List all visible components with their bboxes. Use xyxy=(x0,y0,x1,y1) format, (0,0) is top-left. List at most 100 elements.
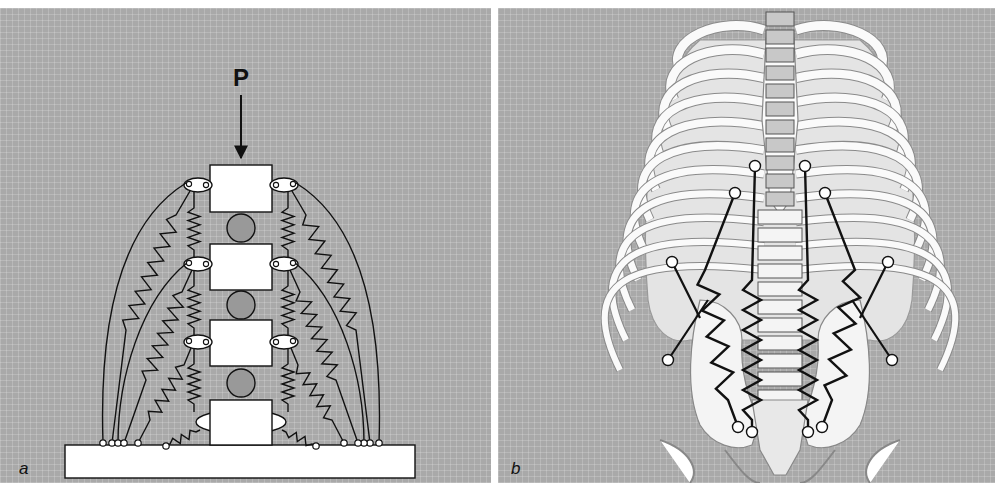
joint-dot xyxy=(747,427,758,438)
vertebra xyxy=(766,120,794,134)
vertebra xyxy=(758,372,802,386)
joint-dot xyxy=(341,440,347,446)
spine-model xyxy=(65,95,415,478)
rib xyxy=(796,242,948,340)
load-arrow xyxy=(240,95,242,158)
joint-dot xyxy=(376,440,382,446)
joint-dot xyxy=(663,355,674,366)
facet-ellipse xyxy=(184,178,212,192)
joint-dot xyxy=(135,440,141,446)
joint-dot xyxy=(186,260,191,265)
ligament-line xyxy=(296,183,379,443)
vertebra xyxy=(758,210,802,224)
spring-symbol xyxy=(188,191,200,258)
joint-dot xyxy=(820,188,831,199)
spring-symbol xyxy=(188,270,200,336)
spring-symbol xyxy=(282,191,294,258)
spring-symbol xyxy=(282,270,294,336)
panel-letter: a xyxy=(19,460,28,477)
vertebra xyxy=(766,174,794,188)
panel-letter: b xyxy=(511,460,520,477)
vertebra xyxy=(758,264,802,278)
rib xyxy=(796,242,948,340)
ligament-line xyxy=(118,262,188,443)
joint-dot xyxy=(803,427,814,438)
rib xyxy=(612,242,764,340)
vertebra xyxy=(758,246,802,260)
muscle-line xyxy=(668,300,708,360)
vertebra-block xyxy=(210,244,272,290)
joint-dot xyxy=(817,422,828,433)
joint-dot xyxy=(273,182,278,187)
vertebra xyxy=(758,282,802,296)
spring-symbol xyxy=(112,191,190,443)
joint-dot xyxy=(203,261,208,266)
joint-dot xyxy=(203,339,208,344)
spring-symbol xyxy=(799,166,817,432)
vertebra xyxy=(758,336,802,350)
facet-ellipse xyxy=(270,178,298,192)
muscle-line xyxy=(672,262,700,318)
vertebra xyxy=(766,156,794,170)
spring-symbol xyxy=(743,166,761,432)
facet-ellipse xyxy=(270,335,298,349)
facet-ellipse xyxy=(184,335,212,349)
spring-symbol xyxy=(822,193,860,427)
sternum xyxy=(762,38,798,215)
vertebra xyxy=(758,300,802,314)
vertebra xyxy=(766,66,794,80)
vertebra xyxy=(766,102,794,116)
disc-ball xyxy=(227,369,255,397)
pubis xyxy=(725,450,835,483)
joint-dot xyxy=(121,440,127,446)
joint-dot xyxy=(186,338,191,343)
joint-dot xyxy=(203,182,208,187)
joint-dot xyxy=(163,443,169,449)
vertebra-block xyxy=(210,400,272,445)
joint-dot xyxy=(290,338,295,343)
facet-ellipse xyxy=(184,257,212,271)
facet-ellipse xyxy=(270,257,298,271)
vertebra xyxy=(766,84,794,98)
disc-ball xyxy=(227,214,255,242)
joint-dot xyxy=(273,261,278,266)
joint-dot xyxy=(667,257,678,268)
spring-symbol xyxy=(282,430,316,446)
vertebra xyxy=(766,48,794,62)
spring-symbol xyxy=(292,191,370,443)
joint-dot xyxy=(733,422,744,433)
spring-symbol xyxy=(282,348,294,412)
rib xyxy=(612,242,764,340)
femur-head xyxy=(660,440,900,483)
vertebra xyxy=(766,30,794,44)
ligament-line xyxy=(294,262,364,443)
vertebra-block xyxy=(210,320,272,366)
joint-dot xyxy=(290,181,295,186)
muscle-line xyxy=(860,262,888,318)
spring-symbol xyxy=(188,348,200,412)
torso-model xyxy=(605,12,956,483)
load-label: P xyxy=(233,66,249,90)
base-plate xyxy=(65,445,415,478)
joint-dot xyxy=(273,339,278,344)
joint-dot xyxy=(313,443,319,449)
spring-symbol xyxy=(698,193,739,427)
joint-dot xyxy=(800,161,811,172)
joint-dot xyxy=(100,440,106,446)
vertebra xyxy=(766,138,794,152)
vertebra xyxy=(758,318,802,332)
joint-dot xyxy=(730,188,741,199)
ligament-line xyxy=(103,183,186,443)
vertebra xyxy=(758,228,802,242)
spring-symbol xyxy=(291,348,344,443)
ilium xyxy=(800,300,869,448)
muscle-line xyxy=(852,300,892,360)
vertebra xyxy=(766,12,794,26)
joint-dot xyxy=(186,181,191,186)
vertebra-block xyxy=(210,165,272,212)
spring-symbol xyxy=(166,430,200,446)
joint-dot xyxy=(290,260,295,265)
vertebra xyxy=(766,192,794,206)
joint-dot xyxy=(355,440,361,446)
